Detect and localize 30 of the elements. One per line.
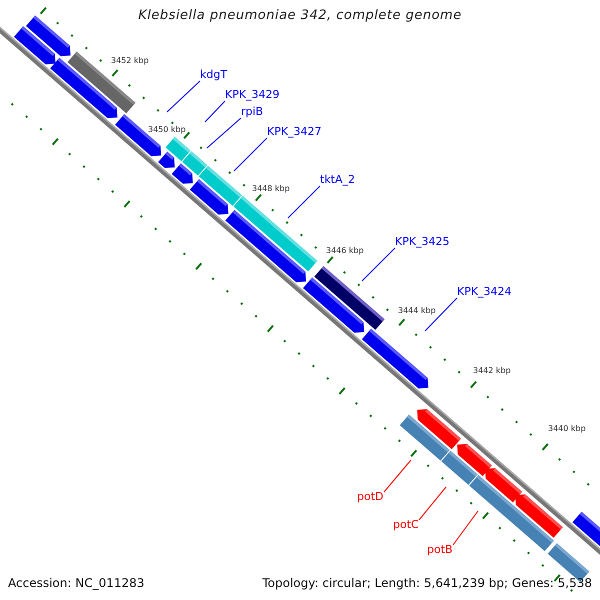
leader-line — [204, 100, 226, 122]
leader-line — [362, 248, 396, 282]
leader-line — [424, 298, 458, 332]
leader-line — [418, 486, 446, 520]
gene-label: tktA_2 — [320, 173, 356, 186]
position-label: 3442 kbp — [473, 366, 511, 375]
gene-label: KPK_3425 — [395, 235, 450, 248]
gene-label: potC — [393, 518, 419, 531]
leader-line — [452, 510, 478, 546]
gene-label: KPK_3429 — [225, 88, 280, 101]
gene-label: KPK_3427 — [267, 125, 322, 138]
gene-label: potB — [427, 543, 453, 556]
footer-text: Topology: circular; Length: 5,641,239 bp; Genes: 5,538 — [262, 576, 592, 590]
position-label: 3452 kbp — [111, 56, 149, 65]
gene-label: potD — [357, 490, 384, 503]
gene-label: rpiB — [241, 105, 264, 118]
gene-label: KPK_3424 — [457, 285, 512, 298]
leader-line — [166, 80, 200, 112]
position-label: 3450 kbp — [148, 125, 186, 134]
leader-line — [206, 118, 242, 148]
position-label: 3440 kbp — [548, 424, 586, 433]
gene-label: kdgT — [200, 68, 228, 81]
position-label: 3446 kbp — [326, 246, 364, 255]
position-label: 3448 kbp — [252, 184, 290, 193]
leader-line — [288, 186, 320, 218]
position-label: 3444 kbp — [398, 306, 436, 315]
leader-line — [234, 138, 268, 172]
leader-line — [384, 460, 412, 492]
title: Klebsiella pneumoniae 342, complete genome — [137, 8, 463, 23]
footer-text: Accession: NC_011283 — [8, 576, 144, 590]
